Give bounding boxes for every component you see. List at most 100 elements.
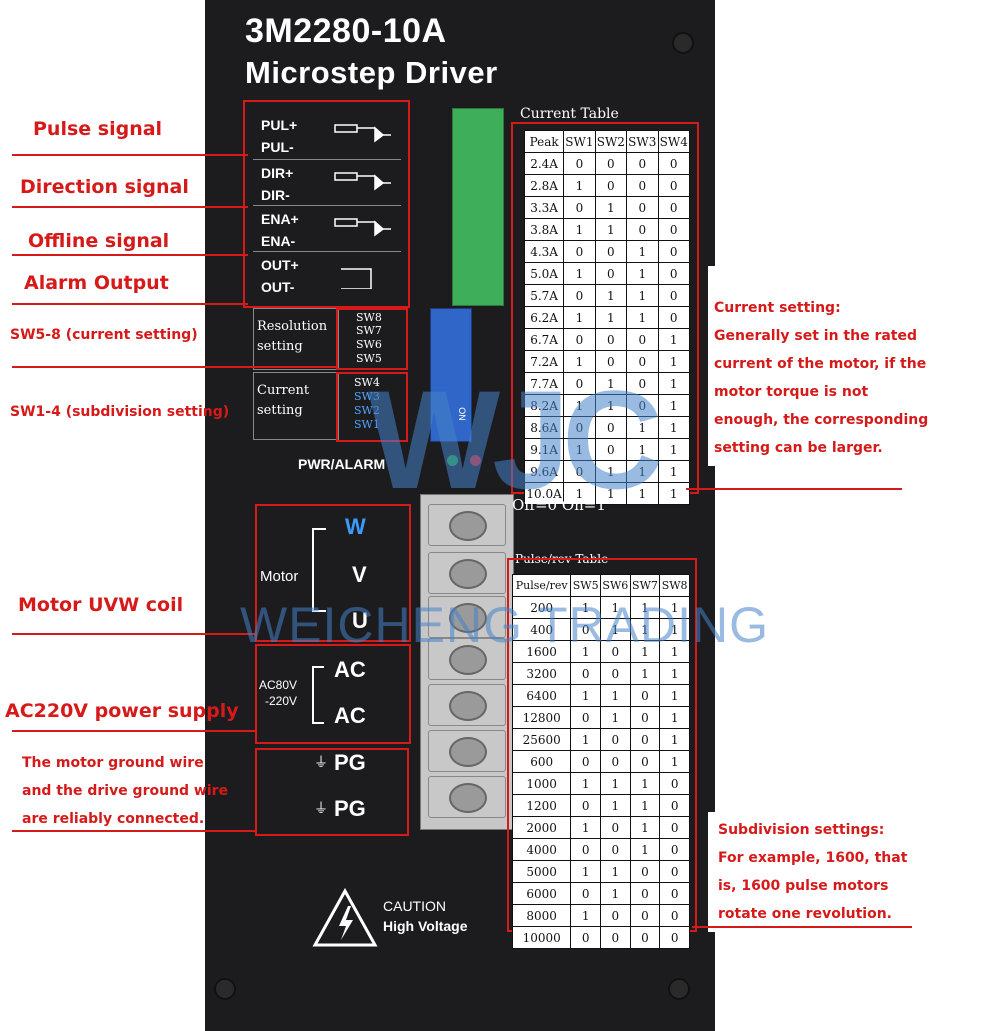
table-cell: 0 [563,284,596,307]
table-cell: 0 [659,860,690,883]
table-cell: 0 [659,838,690,861]
table-cell: 2.8A [523,174,565,197]
sw2-label: SW2 [354,404,380,417]
sw58-frame: SW8 SW7 SW6 SW5 [336,308,408,370]
dip-switch[interactable]: ON [430,308,472,442]
terminal-pg2[interactable] [428,776,506,818]
table-cell: 6400 [511,684,572,707]
table-cell: 0 [657,196,690,219]
table-cell: 0 [657,152,690,175]
terminal-u-label: U [352,608,368,633]
table-cell: 0 [629,882,661,905]
pointer-line [12,730,256,732]
current-note-line: current of the motor, if the [714,356,927,372]
table-cell: 3.8A [523,218,565,241]
pwr-alarm-label: PWR/ALARM [298,456,386,472]
terminal-v-label: V [352,562,367,587]
pointer-line [12,633,256,635]
table-cell: 1 [570,816,602,839]
table-cell: 0 [657,240,690,263]
table-cell: 0 [600,926,631,949]
current-note-line: Generally set in the rated [714,328,918,344]
table-cell: 0 [594,152,628,175]
sw6-label: SW6 [356,338,382,351]
current-setting-label: Current setting [257,383,310,418]
divider [253,159,401,160]
table-cell: 0 [600,838,631,861]
table-cell: 1 [570,728,602,751]
table-cell: 10000 [511,926,572,949]
table-cell: 0 [659,772,690,795]
annotation-ground-1: The motor ground wire [22,755,204,771]
annotation-sw14: SW1-4 (subdivision setting) [10,404,230,420]
table-cell: 0 [626,350,659,373]
current-setting-box: Current setting [253,372,339,440]
table-cell: 0 [659,816,690,839]
table-cell: 0 [629,904,661,927]
annotation-ground-3: are reliably connected. [22,811,205,827]
terminal-ac2[interactable] [428,684,506,726]
table-cell: 0 [657,262,690,285]
sw5-label: SW5 [356,352,382,365]
table-cell: 0 [629,706,661,729]
annotation-sw58: SW5-8 (current setting) [10,327,198,343]
high-voltage-label: High Voltage [383,918,468,934]
terminal-ac1[interactable] [428,638,506,680]
table-cell: 9.6A [523,460,565,483]
table-cell: 1 [659,706,690,729]
table-cell: 7.2A [523,350,565,373]
table-cell: 5.0A [523,262,565,285]
subdiv-note-line: For example, 1600, that [718,850,908,866]
power-bracket [312,666,324,724]
pulse-table-header-cell: SW8 [659,574,690,597]
table-cell: 1 [626,240,659,263]
table-cell: 0 [626,152,659,175]
table-cell: 4000 [511,838,572,861]
table-cell: 1 [659,750,690,773]
terminal-pg1[interactable] [428,730,506,772]
table-cell: 0 [657,284,690,307]
table-cell: 1 [629,772,661,795]
terminal-v[interactable] [428,552,506,594]
table-cell: 0 [570,838,602,861]
table-cell: 1 [629,662,661,685]
table-cell: 1 [594,218,628,241]
table-cell: 0 [659,926,690,949]
terminal-w-label: W [345,514,366,539]
table-cell: 0 [594,174,628,197]
table-cell: 0 [626,196,659,219]
current-table-header-cell: SW2 [594,130,628,153]
table-cell: 1 [657,460,690,483]
table-cell: 1 [626,284,659,307]
table-cell: 1 [659,728,690,751]
sw8-label: SW8 [356,311,382,324]
terminal-u[interactable] [428,596,506,638]
table-cell: 1 [594,284,628,307]
sw7-label: SW7 [356,324,382,337]
annotation-ground-2: and the drive ground wire [22,783,229,799]
pointer-line [12,154,248,156]
motor-label: Motor [260,568,299,585]
terminal-w[interactable] [428,504,506,546]
pointer-line [12,830,256,832]
current-table-header-cell: SW4 [657,130,690,153]
current-note-line: motor torque is not [714,384,869,400]
table-cell: 1 [626,262,659,285]
table-cell: 0 [659,882,690,905]
annotation-motor-coil: Motor UVW coil [18,594,184,616]
table-cell: 1 [657,438,690,461]
table-cell: 1 [570,772,602,795]
table-cell: 0 [626,174,659,197]
resolution-setting-label: Resolution setting [257,319,328,354]
caution-label: CAUTION [383,898,446,914]
divider [253,251,401,252]
